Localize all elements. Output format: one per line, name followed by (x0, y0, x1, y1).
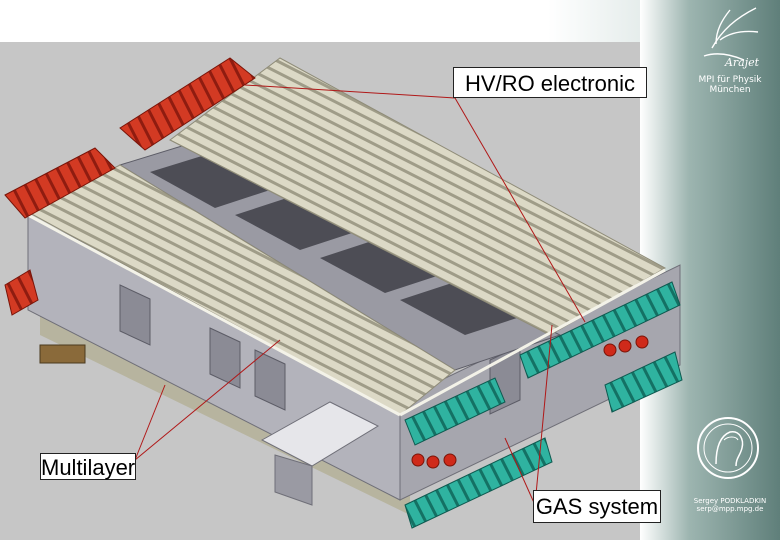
author-email: serp@mpp.mpg.de (696, 505, 764, 514)
gas-board-top-right (519, 281, 681, 379)
tube-edge (27, 213, 401, 417)
author-name: Sergey PODKLADKIN (693, 497, 767, 505)
pointer-lines (134, 84, 586, 506)
top-banner (0, 0, 685, 42)
hv-ro-electronic-label: HV/RO electronic (453, 67, 647, 98)
spacer-panels (150, 155, 520, 335)
gas-system-label: GAS system (533, 490, 661, 523)
author-block: Sergey PODKLADKIN serp@mpp.mpg.de (682, 497, 778, 514)
multilayer-label: Multilayer (40, 453, 136, 480)
hvro-board-left (4, 147, 116, 219)
gas-connectors (411, 335, 649, 469)
tube-edge-right (399, 268, 666, 417)
logo-icon (703, 7, 759, 61)
hvro-board-top (119, 57, 256, 151)
institute-line-2: München (709, 85, 751, 96)
institute-line-1: MPI für Physik (698, 75, 762, 85)
hvro-board-lower (4, 269, 39, 316)
institute-name: MPI für Physik München (684, 75, 776, 96)
connector-block (39, 344, 86, 364)
mounting-bracket-side (274, 454, 313, 506)
seal-icon (697, 417, 759, 479)
logo-script: Arajet (724, 56, 760, 69)
mounting-bracket (260, 401, 380, 467)
gas-board-right-lower (604, 351, 683, 413)
gas-board-mid (404, 377, 506, 446)
